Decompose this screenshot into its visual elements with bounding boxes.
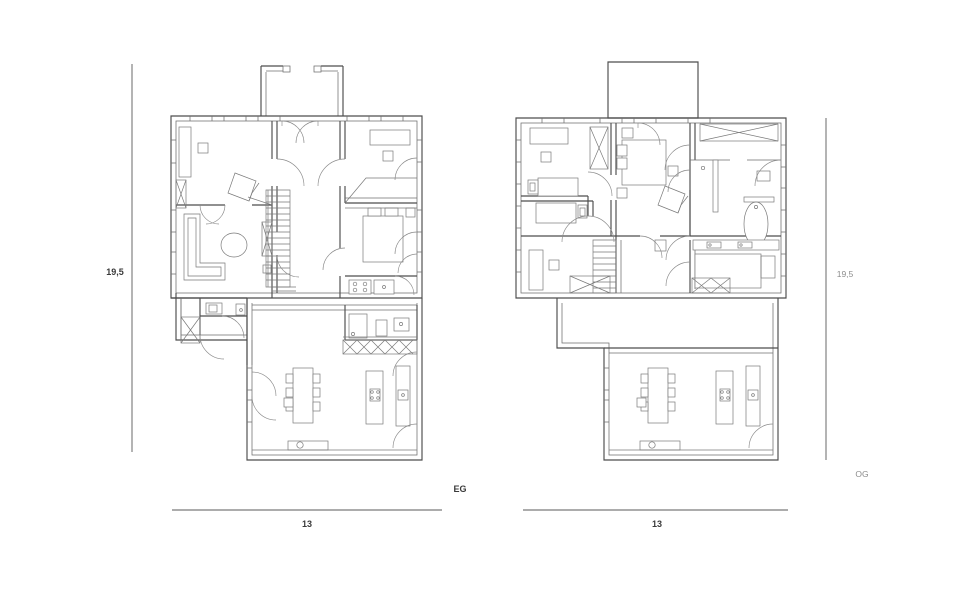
desk-og-nw — [529, 127, 569, 145]
wardrobe-eg — [369, 129, 411, 146]
stool-og-nw — [540, 151, 552, 163]
bed-og-nw — [537, 177, 579, 197]
eg-bottom-dimension: 13 — [172, 509, 442, 529]
eg-top-windows — [189, 116, 404, 121]
eg-left-windows — [171, 139, 176, 275]
og-bottom-dimension-label: 13 — [652, 519, 662, 529]
eg-utility-fixtures — [180, 302, 246, 344]
sink-eg — [373, 279, 395, 295]
counter-run-eg — [395, 365, 411, 427]
og-bedroom-nw-furniture — [527, 126, 609, 197]
hatched-grate-eg — [342, 339, 418, 355]
eg-plan-label: EG — [453, 484, 466, 494]
side-table-og — [667, 165, 679, 177]
bed-og-sw — [535, 202, 577, 224]
eg-floor-plan: EG 13 — [170, 65, 467, 529]
eg-living-room-furniture — [183, 213, 273, 281]
og-bathroom-fixtures — [692, 123, 780, 251]
eg-kitchen-fixtures — [342, 279, 418, 355]
hatched-window-og-bath — [699, 123, 779, 142]
left-dimension-label: 19,5 — [106, 267, 124, 277]
eg-dining-furniture — [247, 365, 417, 451]
hatched-window-og-sw — [569, 275, 611, 294]
og-windows — [516, 118, 786, 277]
right-vertical-dimension: 19,5 — [825, 118, 854, 460]
right-dimension-label: 19,5 — [837, 269, 854, 279]
wardrobe-og-sw — [528, 249, 544, 291]
eg-study-furniture — [175, 126, 273, 209]
small-square-table — [197, 142, 209, 154]
eg-porch-canopy — [260, 65, 344, 116]
og-bottom-dimension: 13 — [523, 509, 788, 529]
washer-eg — [205, 302, 223, 315]
kitchen-island-og — [715, 370, 734, 425]
kitchen-island-eg — [365, 370, 384, 425]
eg-bedroom-furniture — [344, 129, 417, 263]
eg-bottom-dimension-label: 13 — [302, 519, 312, 529]
stove-eg — [348, 279, 372, 295]
og-door-swings — [561, 122, 782, 449]
stool-eg — [283, 397, 294, 408]
round-coffee-table — [220, 232, 248, 258]
double-bed-eg — [362, 215, 404, 263]
dining-table-eg — [292, 367, 314, 424]
eg-door-swings — [199, 120, 418, 449]
og-master-bedroom-furniture — [616, 127, 689, 252]
side-table-eg — [382, 150, 394, 162]
fireplace-og — [639, 440, 681, 451]
l-shaped-sofa — [183, 213, 226, 281]
long-cabinet — [178, 126, 192, 178]
angled-armchair-study — [227, 172, 260, 202]
dining-table-og — [647, 367, 669, 424]
shower-screen-og — [712, 159, 719, 213]
stool-og — [636, 397, 647, 408]
hall-table-og — [654, 239, 667, 252]
og-bedroom-se-furniture — [691, 253, 776, 294]
og-bedroom-sw-furniture — [528, 202, 611, 294]
angled-armchair-og — [657, 185, 689, 214]
double-bed-og — [621, 139, 667, 186]
og-floor-plan: OG 13 — [515, 61, 869, 529]
counter-run-og — [745, 365, 761, 427]
left-vertical-dimension: 19,5 — [106, 64, 133, 452]
eg-outer-walls — [170, 115, 423, 461]
hatched-window-og-nw — [589, 126, 609, 170]
fireplace-eg — [287, 440, 329, 451]
hatched-element-living — [261, 221, 273, 257]
og-plan-label: OG — [855, 469, 868, 479]
eg-right-windows — [417, 139, 422, 273]
sink-counter-og — [692, 239, 780, 251]
og-dining-furniture — [604, 365, 773, 451]
